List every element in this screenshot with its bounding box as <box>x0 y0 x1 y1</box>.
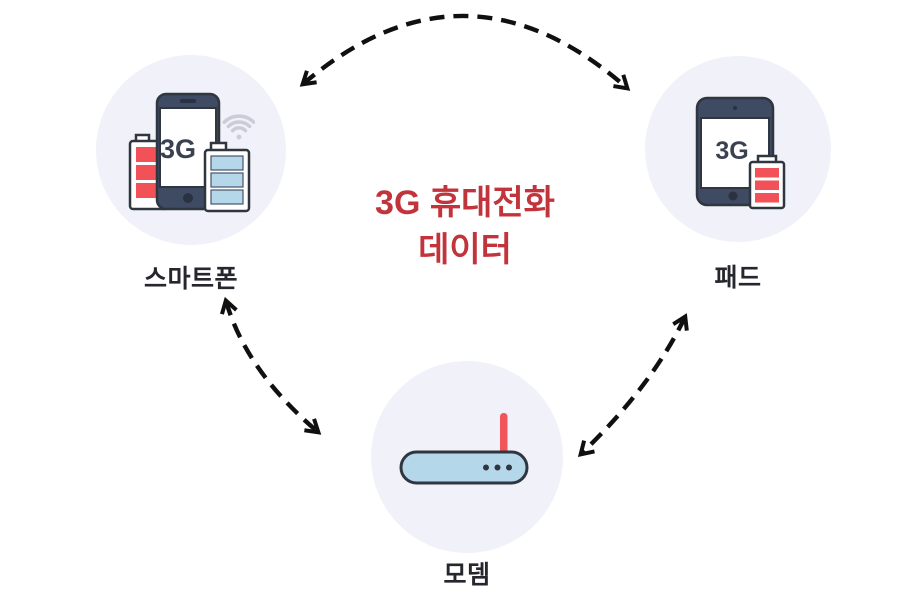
pad-screen-badge: 3G <box>715 137 748 165</box>
arrow-pad-modem <box>577 313 689 457</box>
center-caption-line1: 3G 휴대전화 <box>375 184 555 222</box>
tablet-with-battery-icon: 3G <box>695 96 786 210</box>
router-led-dots <box>483 464 512 471</box>
phone-speaker <box>180 99 196 103</box>
smartphone-screen-badge: 3G <box>160 134 196 164</box>
router-body <box>399 450 529 485</box>
node-pad: 3G 패드 <box>645 56 831 294</box>
arrow-smartphone-pad <box>299 13 631 91</box>
arrow-smartphone-modem <box>220 296 322 435</box>
router-antenna <box>500 413 508 455</box>
modem-label: 모뎀 <box>443 561 491 589</box>
router-antenna-icon <box>399 413 529 485</box>
pad-label: 패드 <box>714 264 762 292</box>
modem-circle <box>371 361 563 553</box>
node-smartphone: 3G 스마트폰 <box>96 55 286 295</box>
tablet-camera-dot <box>733 106 737 110</box>
center-caption: 3G 휴대전화 데이터 <box>295 180 635 274</box>
battery-blue-icon <box>203 141 251 213</box>
wifi-icon <box>222 114 255 140</box>
pad-circle: 3G <box>645 56 831 242</box>
smartphone-with-batteries-wifi-icon: 3G <box>128 92 255 213</box>
node-modem: 모뎀 <box>371 361 563 591</box>
battery-red-icon <box>748 154 786 210</box>
phone-home-button <box>183 193 193 203</box>
center-caption-line2: 데이터 <box>418 231 512 269</box>
smartphone-circle: 3G <box>96 55 286 245</box>
smartphone-label: 스마트폰 <box>143 265 238 293</box>
tablet-home-button <box>728 191 738 201</box>
